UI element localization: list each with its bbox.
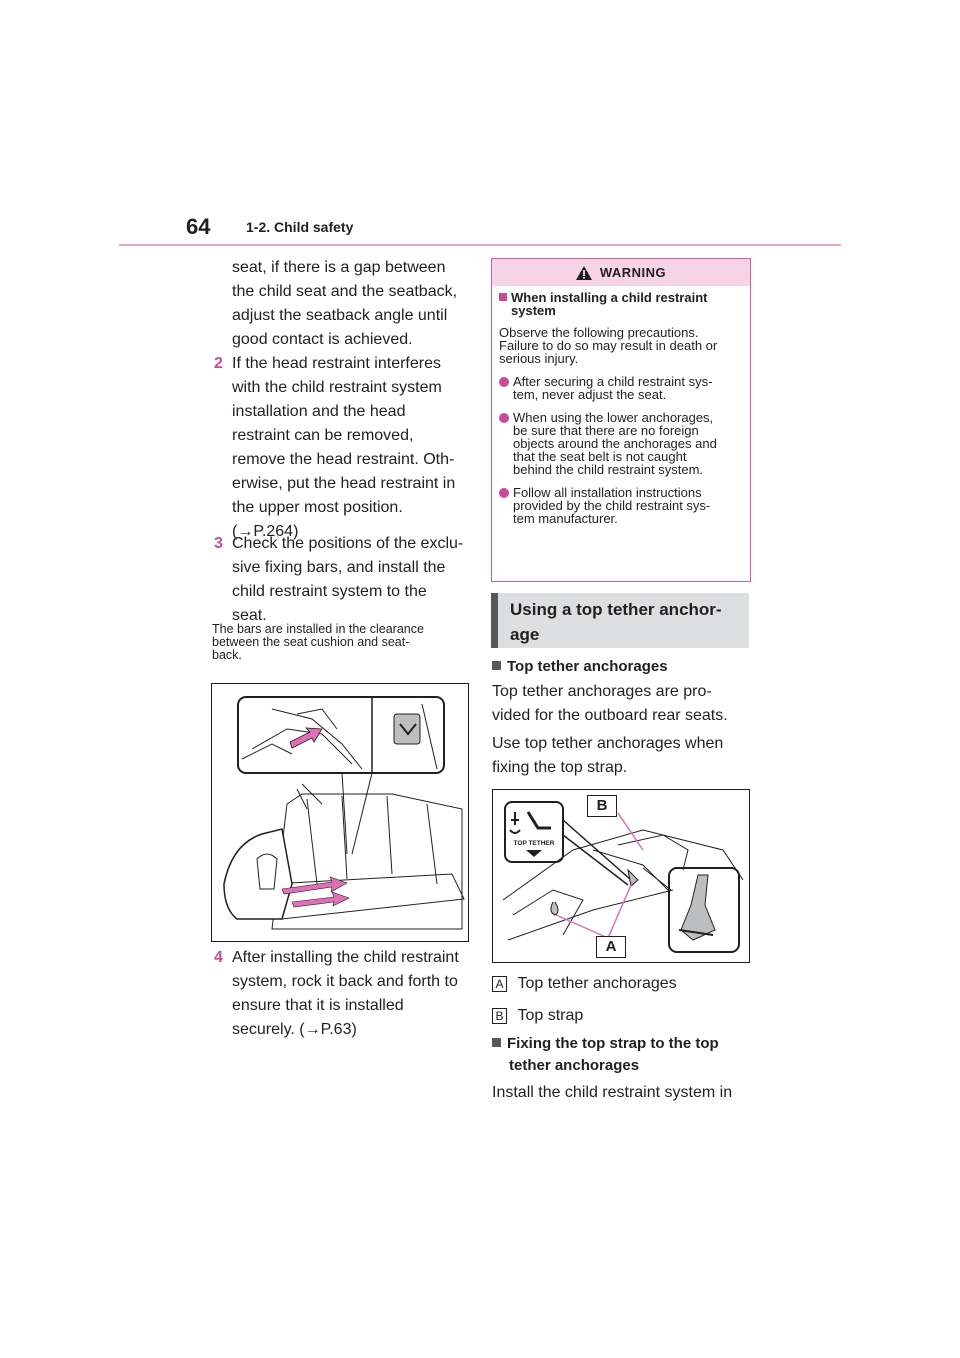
intro-line: the child seat and the seatback, <box>232 283 458 300</box>
note-line: back. <box>212 648 242 662</box>
step-3: 3 Check the positions of the exclu- sive… <box>214 532 487 628</box>
step-line: (→P.264) <box>232 523 299 540</box>
para-line: fixing the top strap. <box>492 759 628 776</box>
note-line: The bars are installed in the clearance <box>212 622 424 636</box>
step-number: 4 <box>214 949 223 966</box>
step-line: sive fixing bars, and install the <box>232 559 446 576</box>
top-tether-illustration: TOP TETHER B A <box>492 789 750 963</box>
warning-box: WARNING When installing a child restrain… <box>491 258 751 582</box>
square-bullet-icon <box>492 661 501 670</box>
bullet-line: objects around the anchorages and <box>513 436 717 451</box>
step-number: 2 <box>214 355 223 372</box>
warning-title-line: system <box>511 303 556 318</box>
intro-line: seat, if there is a gap between <box>232 259 446 276</box>
square-bullet-icon <box>492 1038 501 1047</box>
bullet-line: behind the child restraint system. <box>513 462 704 477</box>
header-rule <box>119 244 841 246</box>
paragraph-1: Top tether anchorages are pro- vided for… <box>492 680 754 728</box>
legend-item-a: A Top tether anchorages <box>492 972 752 996</box>
intro-text: seat, if there is a gap between the chil… <box>232 256 467 352</box>
step-line: remove the head restraint. Oth- <box>232 451 455 468</box>
legend-text: Top strap <box>517 1007 584 1024</box>
step-line: Check the positions of the exclu- <box>232 535 464 552</box>
circle-bullet-icon <box>499 488 509 498</box>
warning-header: WARNING <box>492 259 750 286</box>
square-bullet-icon <box>499 293 507 301</box>
bullet-line: Follow all installation instructions <box>513 485 702 500</box>
para-line: Use top tether anchorages when <box>492 735 724 752</box>
top-tether-text: TOP TETHER <box>514 840 555 847</box>
step-line: with the child restraint system <box>232 379 442 396</box>
step-line: system, rock it back and forth to <box>232 973 458 990</box>
circle-bullet-icon <box>499 413 509 423</box>
top-tether-drawing: TOP TETHER <box>502 801 744 953</box>
warning-title: When installing a child restraint system <box>499 291 743 317</box>
subheading-top-tether-anchorages: Top tether anchorages <box>492 656 752 678</box>
rear-seat-drawing <box>223 696 465 930</box>
step-number: 3 <box>214 535 223 552</box>
step-line: child restraint system to the <box>232 583 427 600</box>
warning-intro-line: serious injury. <box>499 351 579 366</box>
callout-b: B <box>587 795 617 817</box>
step-line: securely. (→P.63) <box>232 1021 357 1038</box>
warning-bullet: Follow all installation instructions pro… <box>499 486 743 525</box>
step-line: After installing the child restraint <box>232 949 459 966</box>
bullet-line: When using the lower anchorages, <box>513 410 714 425</box>
bullet-line: be sure that there are no foreign <box>513 423 699 438</box>
paragraph-3: Install the child restraint system in <box>492 1084 733 1101</box>
paragraph-2: Use top tether anchorages when fixing th… <box>492 732 754 780</box>
heading-line: Using a top tether anchor- <box>510 600 722 619</box>
para-line: vided for the outboard rear seats. <box>492 707 728 724</box>
legend-item-b: B Top strap <box>492 1004 752 1028</box>
subheading-text: Fixing the top strap to the top <box>507 1035 719 1052</box>
intro-line: good contact is achieved. <box>232 331 413 348</box>
intro-line: adjust the seatback angle until <box>232 307 448 324</box>
note-line: between the seat cushion and seat- <box>212 635 410 649</box>
step-line: seat. <box>232 607 267 624</box>
circle-bullet-icon <box>499 377 509 387</box>
warning-title-line: When installing a child restraint <box>511 290 708 305</box>
section-title: 1-2. Child safety <box>246 219 354 235</box>
heading-line: age <box>510 625 540 644</box>
step-line: restraint can be removed, <box>232 427 414 444</box>
bullet-line: tem, never adjust the seat. <box>513 387 667 402</box>
legend-key: A <box>492 976 507 992</box>
step-line: ensure that it is installed <box>232 997 404 1014</box>
fixing-bars-illustration <box>211 683 469 942</box>
warning-intro-line: Observe the following precautions. <box>499 325 699 340</box>
warning-intro: Observe the following precautions. Failu… <box>499 326 743 365</box>
step-2: 2 If the head restraint interferes with … <box>214 352 487 544</box>
step-4: 4 After installing the child restraint s… <box>214 946 487 1042</box>
step-line: If the head restraint interferes <box>232 355 441 372</box>
warning-label: WARNING <box>599 265 667 280</box>
bullet-line: that the seat belt is not caught <box>513 449 687 464</box>
subheading-fixing-top-strap: Fixing the top strap to the top tether a… <box>492 1033 757 1077</box>
legend-text: Top tether anchorages <box>517 975 677 992</box>
warning-bullet: When using the lower anchorages, be sure… <box>499 411 743 476</box>
subheading-text: Top tether anchorages <box>507 658 668 675</box>
warning-bullet: After securing a child restraint sys- te… <box>499 375 743 401</box>
subheading-text: tether anchorages <box>509 1057 640 1074</box>
bullet-line: After securing a child restraint sys- <box>513 374 713 389</box>
section-heading-text: Using a top tether anchor- age <box>510 597 740 647</box>
step-line: the upper most position. <box>232 499 403 516</box>
warning-triangle-icon <box>575 265 592 280</box>
step-line: installation and the head <box>232 403 406 420</box>
para-line: Top tether anchorages are pro- <box>492 683 712 700</box>
note-text: The bars are installed in the clearance … <box>212 623 467 662</box>
legend-key: B <box>492 1008 507 1024</box>
warning-intro-line: Failure to do so may result in death or <box>499 338 718 353</box>
bullet-line: tem manufacturer. <box>513 511 618 526</box>
section-heading: Using a top tether anchor- age <box>491 593 749 648</box>
callout-a: A <box>596 936 626 958</box>
bullet-line: provided by the child restraint sys- <box>513 498 711 513</box>
page-number: 64 <box>186 214 211 239</box>
step-line: erwise, put the head restraint in <box>232 475 456 492</box>
